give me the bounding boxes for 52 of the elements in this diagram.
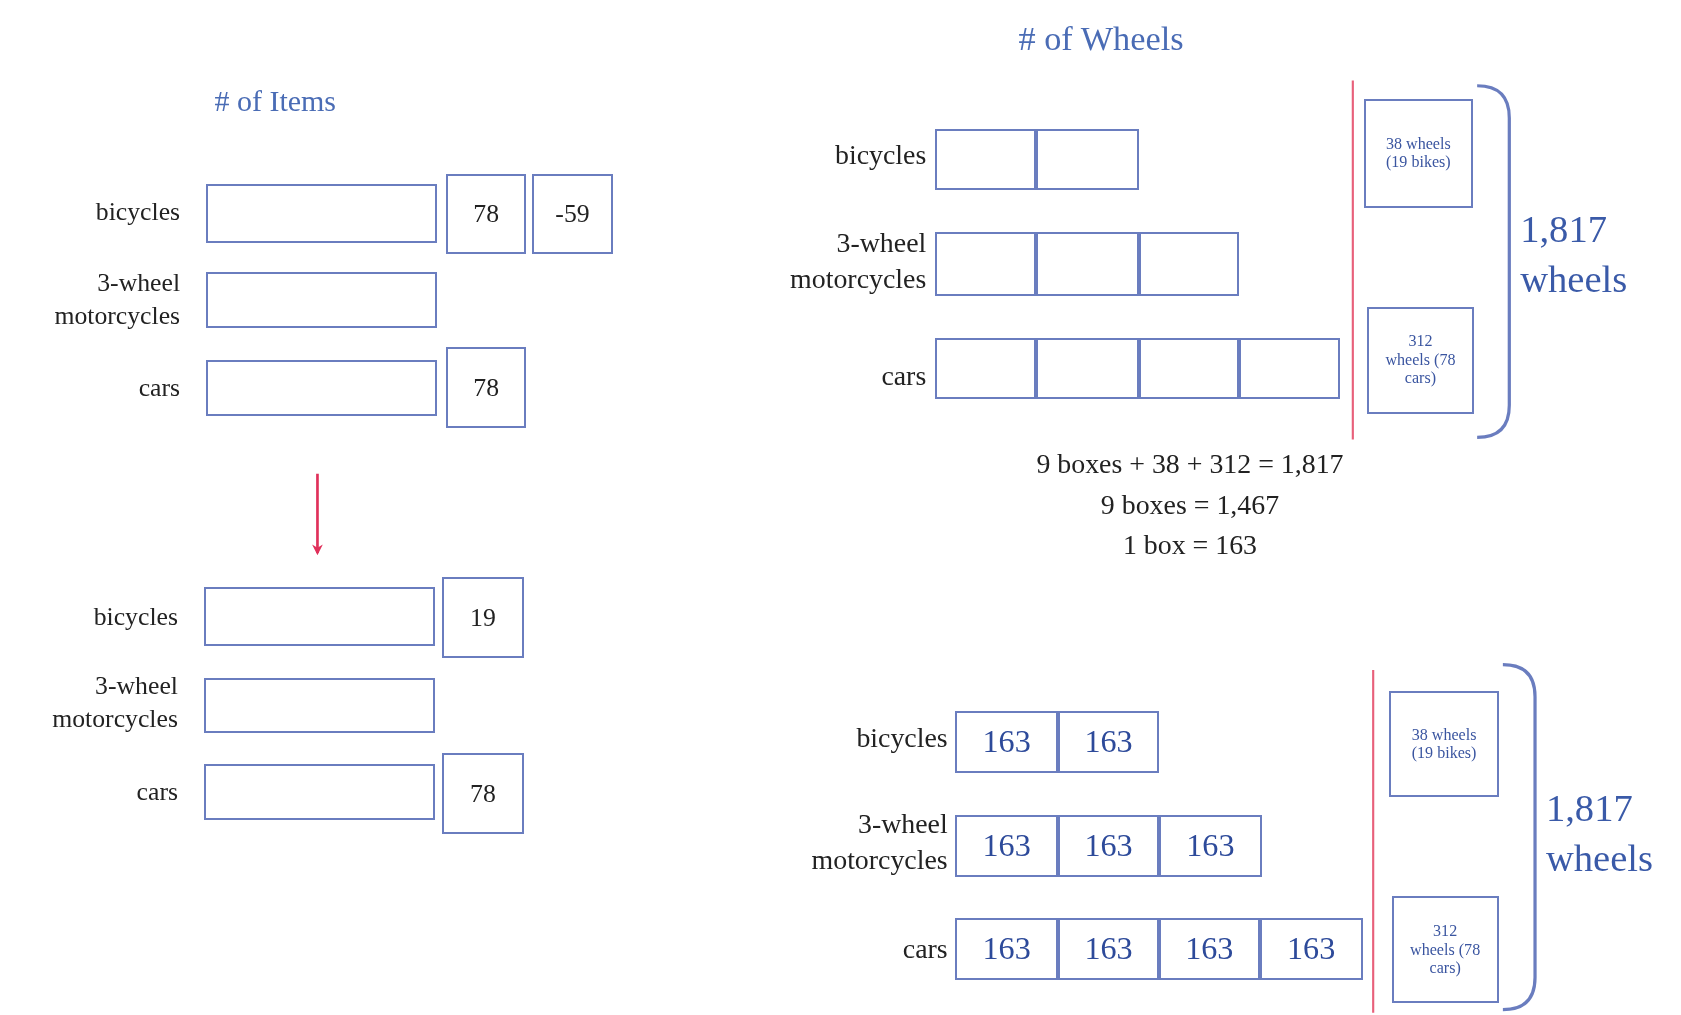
equation: 9 boxes = 1,467 — [1099, 488, 1281, 521]
row-label: cars — [901, 931, 948, 966]
value-segment: 38 wheels (19 bikes) — [1363, 98, 1473, 208]
row-label: bicycles — [92, 601, 178, 634]
value-segment: 163 — [1058, 917, 1159, 980]
value-segment: 163 — [955, 814, 1059, 877]
row-label: bicycles — [833, 138, 927, 173]
tape-segment — [1035, 128, 1139, 190]
value-segment: 78 — [445, 347, 527, 428]
value-segment: 19 — [441, 576, 525, 659]
row-label: bicycles — [94, 196, 181, 229]
row-label: 3-wheel motorcycles — [51, 669, 178, 736]
tape-segment — [934, 128, 1036, 190]
value-segment: 163 — [1259, 917, 1363, 980]
tape-segment — [203, 587, 436, 647]
equation: 9 boxes + 38 + 312 = 1,817 — [1035, 448, 1345, 481]
value-segment: 163 — [1158, 814, 1262, 877]
value-segment: -59 — [531, 173, 614, 255]
value-segment: 163 — [1058, 814, 1159, 877]
total-label: 1,817 wheels — [1545, 785, 1655, 881]
tape-segment — [203, 764, 436, 821]
tape-segment — [205, 184, 438, 244]
tape-segment — [1239, 337, 1341, 399]
panel-title: # of Items — [214, 83, 338, 118]
value-segment: 312 wheels (78 cars) — [1391, 896, 1499, 1004]
value-segment: 38 wheels (19 bikes) — [1389, 691, 1499, 797]
row-label: bicycles — [855, 721, 948, 756]
panel-title: # of Wheels — [1018, 19, 1185, 59]
value-segment: 163 — [955, 917, 1059, 980]
equation: 1 box = 163 — [1121, 528, 1259, 561]
tape-segment — [934, 337, 1036, 399]
tape-segment — [934, 231, 1036, 296]
value-segment: 163 — [1158, 917, 1260, 980]
row-label: 3-wheel motorcycles — [789, 226, 927, 297]
row-label: cars — [135, 776, 178, 809]
total-label: 1,817 wheels — [1520, 206, 1629, 302]
value-segment: 163 — [955, 710, 1059, 773]
tape-segment — [1138, 231, 1240, 296]
row-label: cars — [137, 371, 181, 404]
tape-segment — [205, 360, 438, 416]
row-label: cars — [880, 359, 927, 394]
tape-segment — [1035, 231, 1139, 296]
tape-segment — [1035, 337, 1139, 399]
row-label: 3-wheel motorcycles — [810, 807, 948, 878]
row-label: 3-wheel motorcycles — [53, 266, 181, 333]
tape-segment — [205, 272, 438, 329]
value-segment: 78 — [445, 173, 527, 255]
tape-segment — [203, 677, 436, 734]
value-segment: 78 — [441, 752, 525, 835]
value-segment: 163 — [1058, 710, 1159, 773]
tape-segment — [1138, 337, 1240, 399]
value-segment: 312 wheels (78 cars) — [1366, 306, 1475, 414]
